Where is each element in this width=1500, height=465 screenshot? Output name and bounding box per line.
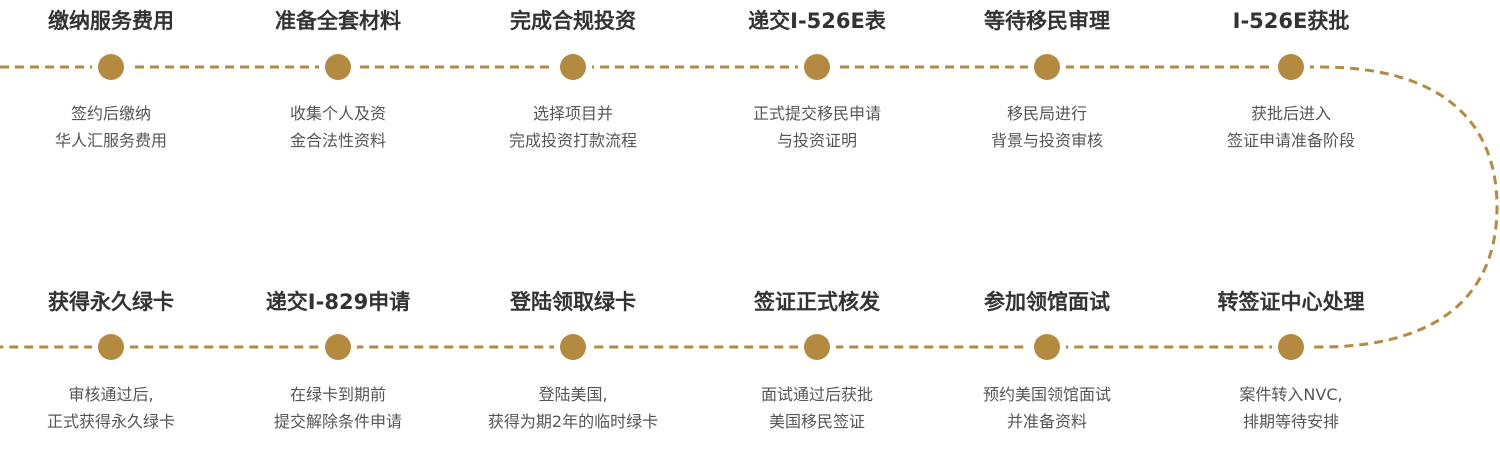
step-title: 准备全套材料 bbox=[275, 9, 401, 33]
step-description: 移民局进行背景与投资审核 bbox=[927, 100, 1167, 154]
description-line: 并准备资料 bbox=[1006, 412, 1087, 431]
step-dot-icon bbox=[804, 334, 830, 360]
step-description: 预约美国领馆面试并准备资料 bbox=[927, 381, 1167, 435]
description-line: 与投资证明 bbox=[776, 131, 857, 150]
step-title: 获得永久绿卡 bbox=[48, 290, 174, 314]
description-line: 金合法性资料 bbox=[289, 131, 386, 150]
description-line: 美国移民签证 bbox=[768, 412, 865, 431]
description-line: 签约后缴纳 bbox=[70, 104, 151, 123]
step-title: I-526E获批 bbox=[1232, 9, 1350, 33]
description-line: 排期等待安排 bbox=[1242, 412, 1339, 431]
description-line: 获得为期2年的临时绿卡 bbox=[487, 412, 659, 431]
step-title: 等待移民审理 bbox=[984, 9, 1110, 33]
description-line: 完成投资打款流程 bbox=[508, 131, 637, 150]
description-line: 面试通过后获批 bbox=[760, 385, 873, 404]
description-line: 选择项目并 bbox=[532, 104, 613, 123]
step-description: 面试通过后获批美国移民签证 bbox=[697, 381, 937, 435]
description-line: 正式获得永久绿卡 bbox=[46, 412, 175, 431]
step-dot-icon bbox=[804, 54, 830, 80]
step-dot-icon bbox=[1034, 334, 1060, 360]
description-line: 案件转入NVC, bbox=[1239, 385, 1343, 404]
description-line: 登陆美国, bbox=[538, 385, 608, 404]
description-line: 审核通过后, bbox=[68, 385, 154, 404]
step-dot-icon bbox=[325, 54, 351, 80]
step-description: 签约后缴纳华人汇服务费用 bbox=[0, 100, 231, 154]
step-title: 完成合规投资 bbox=[510, 9, 636, 33]
step-title: 递交I-829申请 bbox=[265, 290, 411, 314]
description-line: 移民局进行 bbox=[1006, 104, 1087, 123]
step-title: 参加领馆面试 bbox=[984, 290, 1110, 314]
description-line: 华人汇服务费用 bbox=[54, 131, 167, 150]
step-description: 在绿卡到期前提交解除条件申请 bbox=[218, 381, 458, 435]
step-dot-icon bbox=[98, 334, 124, 360]
description-line: 提交解除条件申请 bbox=[273, 412, 402, 431]
step-description: 正式提交移民申请与投资证明 bbox=[697, 100, 937, 154]
step-description: 案件转入NVC, 排期等待安排 bbox=[1171, 381, 1411, 435]
description-line: 签证申请准备阶段 bbox=[1226, 131, 1355, 150]
step-dot-icon bbox=[325, 334, 351, 360]
step-dot-icon bbox=[1034, 54, 1060, 80]
description-line: 正式提交移民申请 bbox=[752, 104, 881, 123]
step-dot-icon bbox=[1278, 334, 1304, 360]
description-line: 预约美国领馆面试 bbox=[982, 385, 1111, 404]
step-dot-icon bbox=[560, 54, 586, 80]
description-line: 在绿卡到期前 bbox=[289, 385, 386, 404]
step-description: 获批后进入签证申请准备阶段 bbox=[1171, 100, 1411, 154]
description-line: 收集个人及资 bbox=[289, 104, 386, 123]
step-description: 审核通过后, 正式获得永久绿卡 bbox=[0, 381, 231, 435]
step-dot-icon bbox=[560, 334, 586, 360]
step-title: 递交I-526E表 bbox=[748, 9, 886, 33]
step-dot-icon bbox=[98, 54, 124, 80]
step-title: 登陆领取绿卡 bbox=[510, 290, 636, 314]
step-title: 转签证中心处理 bbox=[1217, 290, 1365, 314]
step-description: 选择项目并完成投资打款流程 bbox=[453, 100, 693, 154]
description-line: 获批后进入 bbox=[1250, 104, 1331, 123]
step-description: 收集个人及资金合法性资料 bbox=[218, 100, 458, 154]
description-line: 背景与投资审核 bbox=[990, 131, 1103, 150]
step-title: 缴纳服务费用 bbox=[48, 9, 174, 33]
step-title: 签证正式核发 bbox=[754, 290, 880, 314]
step-description: 登陆美国, 获得为期2年的临时绿卡 bbox=[453, 381, 693, 435]
step-dot-icon bbox=[1278, 54, 1304, 80]
